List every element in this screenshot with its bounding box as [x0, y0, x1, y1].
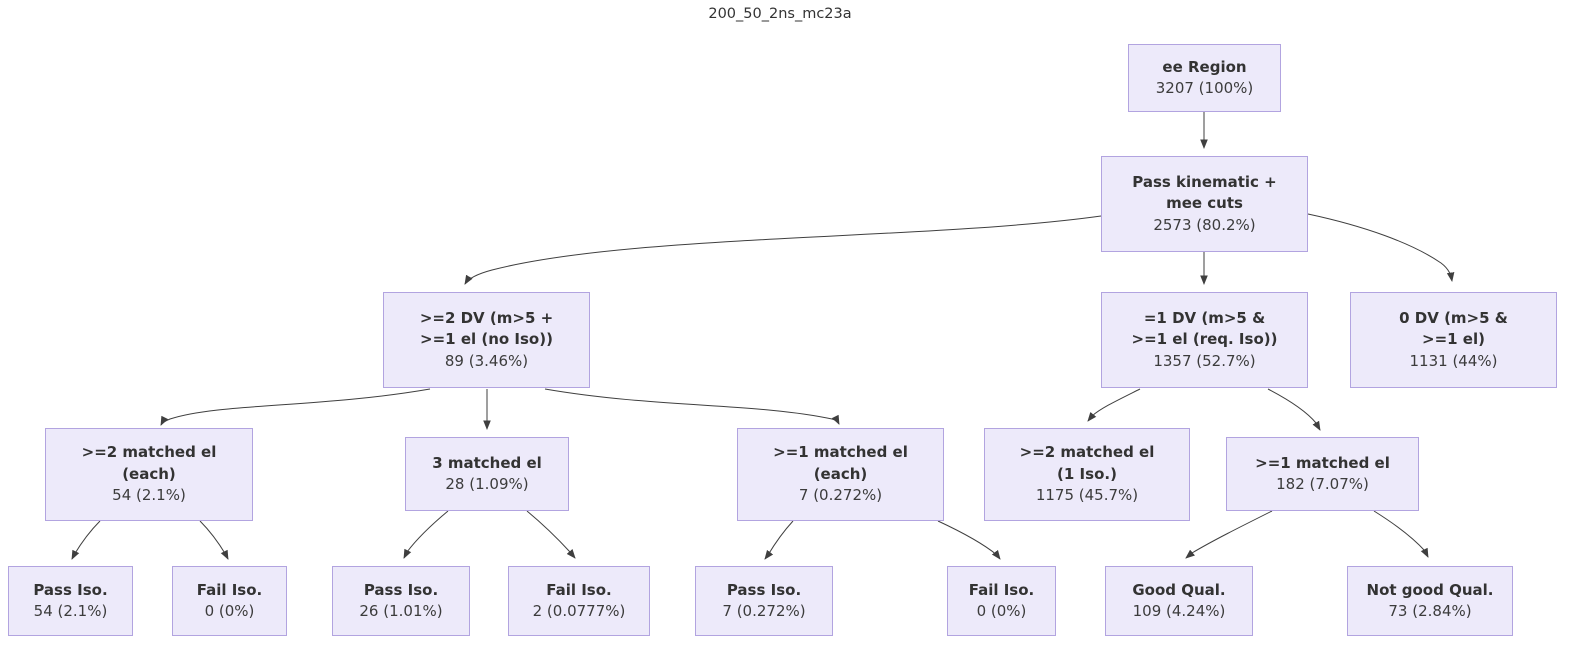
- node-value: 0 (0%): [204, 602, 255, 620]
- node-title: Fail Iso.: [546, 580, 612, 599]
- node-value: 0 (0%): [976, 602, 1027, 620]
- node-title: Fail Iso.: [196, 580, 263, 599]
- node-title: >=2 DV (m>5 +: [419, 308, 554, 327]
- node-value: 1175 (45.7%): [1035, 486, 1139, 505]
- node-zero-dv: 0 DV (m>5 & >=1 el) 1131 (44%): [1350, 292, 1557, 388]
- edge-pass-kin-to-ge2dv: [464, 215, 1102, 285]
- node-value: 109 (4.24%): [1132, 602, 1226, 620]
- node-title: Fail Iso.: [968, 580, 1035, 599]
- node-title: 0 DV (m>5 &: [1399, 308, 1508, 327]
- node-value: 2573 (80.2%): [1153, 215, 1256, 234]
- node-eq1-dv: =1 DV (m>5 & >=1 el (req. Iso)) 1357 (52…: [1101, 292, 1308, 388]
- node-title: (1 Iso.): [1057, 464, 1117, 483]
- node-ge2-matched-each: >=2 matched el (each) 54 (2.1%): [45, 428, 253, 521]
- node-title: >=1 el): [1422, 330, 1485, 349]
- node-value: 3207 (100%): [1155, 79, 1254, 97]
- edge-eq1dv-to-ge1match: [1267, 388, 1321, 431]
- edge-pass-kin-to-zerodv: [1307, 213, 1455, 282]
- node-good-qual: Good Qual. 109 (4.24%): [1105, 566, 1253, 636]
- node-fail-iso-2: Fail Iso. 2 (0.0777%): [508, 566, 650, 636]
- node-title: Not good Qual.: [1366, 580, 1494, 599]
- node-pass-iso-3: Pass Iso. 7 (0.272%): [695, 566, 833, 636]
- diagram-title: 200_50_2ns_mc23a: [708, 6, 852, 22]
- node-value: 2 (0.0777%): [532, 602, 626, 620]
- node-fail-iso-3: Fail Iso. 0 (0%): [947, 566, 1056, 636]
- node-ge2-matched-1iso: >=2 matched el (1 Iso.) 1175 (45.7%): [984, 428, 1190, 521]
- node-title: (each): [122, 464, 176, 483]
- node-value: 54 (2.1%): [112, 486, 186, 505]
- node-pass-kinematic: Pass kinematic + mee cuts 2573 (80.2%): [1101, 156, 1308, 252]
- node-title: >=1 matched el: [773, 443, 908, 462]
- node-notgood-qual: Not good Qual. 73 (2.84%): [1347, 566, 1513, 636]
- node-title: Pass Iso.: [726, 580, 802, 599]
- node-title: Pass kinematic +: [1132, 172, 1277, 191]
- node-fail-iso-1: Fail Iso. 0 (0%): [172, 566, 287, 636]
- edge-ge1match-to-good-qual: [1185, 510, 1273, 559]
- node-ee-region: ee Region 3207 (100%): [1128, 44, 1281, 112]
- node-ge2-dv: >=2 DV (m>5 + >=1 el (no Iso)) 89 (3.46%…: [383, 292, 590, 388]
- node-title: Pass Iso.: [33, 580, 108, 599]
- edge-ge2match-each-to-fail-iso-a: [199, 520, 229, 560]
- node-value: 26 (1.01%): [359, 602, 443, 620]
- node-title: >=1 el (no Iso)): [420, 330, 553, 349]
- node-title: >=1 matched el: [1255, 453, 1390, 472]
- node-value: 54 (2.1%): [33, 602, 108, 620]
- node-title: ee Region: [1162, 57, 1247, 76]
- node-title: Good Qual.: [1132, 580, 1226, 599]
- node-title: 3 matched el: [432, 453, 542, 472]
- edge-match3-to-fail-iso-b: [526, 510, 576, 559]
- edge-eq1dv-to-ge2match-1iso: [1087, 388, 1141, 422]
- node-value: 28 (1.09%): [445, 475, 529, 493]
- node-title: =1 DV (m>5 &: [1143, 308, 1266, 327]
- node-title: (each): [813, 464, 868, 483]
- edge-match3-to-pass-iso-b: [403, 510, 449, 559]
- node-value: 89 (3.46%): [444, 351, 529, 370]
- node-value: 73 (2.84%): [1388, 602, 1472, 620]
- node-value: 1131 (44%): [1409, 351, 1498, 370]
- node-pass-iso-2: Pass Iso. 26 (1.01%): [332, 566, 470, 636]
- node-title: Pass Iso.: [363, 580, 439, 599]
- node-title: >=2 matched el: [81, 443, 217, 462]
- node-pass-iso-1: Pass Iso. 54 (2.1%): [8, 566, 133, 636]
- node-3-matched: 3 matched el 28 (1.09%): [405, 437, 569, 511]
- node-title: mee cuts: [1166, 194, 1243, 213]
- edge-ge1match-each-to-pass-iso-c: [764, 520, 794, 560]
- node-ge1-matched: >=1 matched el 182 (7.07%): [1226, 437, 1419, 511]
- node-ge1-matched-each: >=1 matched el (each) 7 (0.272%): [737, 428, 944, 521]
- edge-ge1match-each-to-fail-iso-c: [937, 520, 1001, 560]
- edge-ge2dv-to-ge1match-each: [544, 388, 840, 425]
- edge-ge2dv-to-ge2match-each: [160, 388, 431, 426]
- node-value: 1357 (52.7%): [1153, 351, 1256, 370]
- edge-ge2match-each-to-pass-iso-a: [71, 520, 101, 560]
- node-title: >=2 matched el: [1019, 443, 1155, 462]
- node-title: >=1 el (req. Iso)): [1131, 330, 1278, 349]
- edge-ge1match-to-notgood-qual: [1373, 510, 1429, 558]
- node-value: 182 (7.07%): [1276, 475, 1369, 493]
- node-value: 7 (0.272%): [798, 486, 883, 505]
- node-value: 7 (0.272%): [722, 602, 806, 620]
